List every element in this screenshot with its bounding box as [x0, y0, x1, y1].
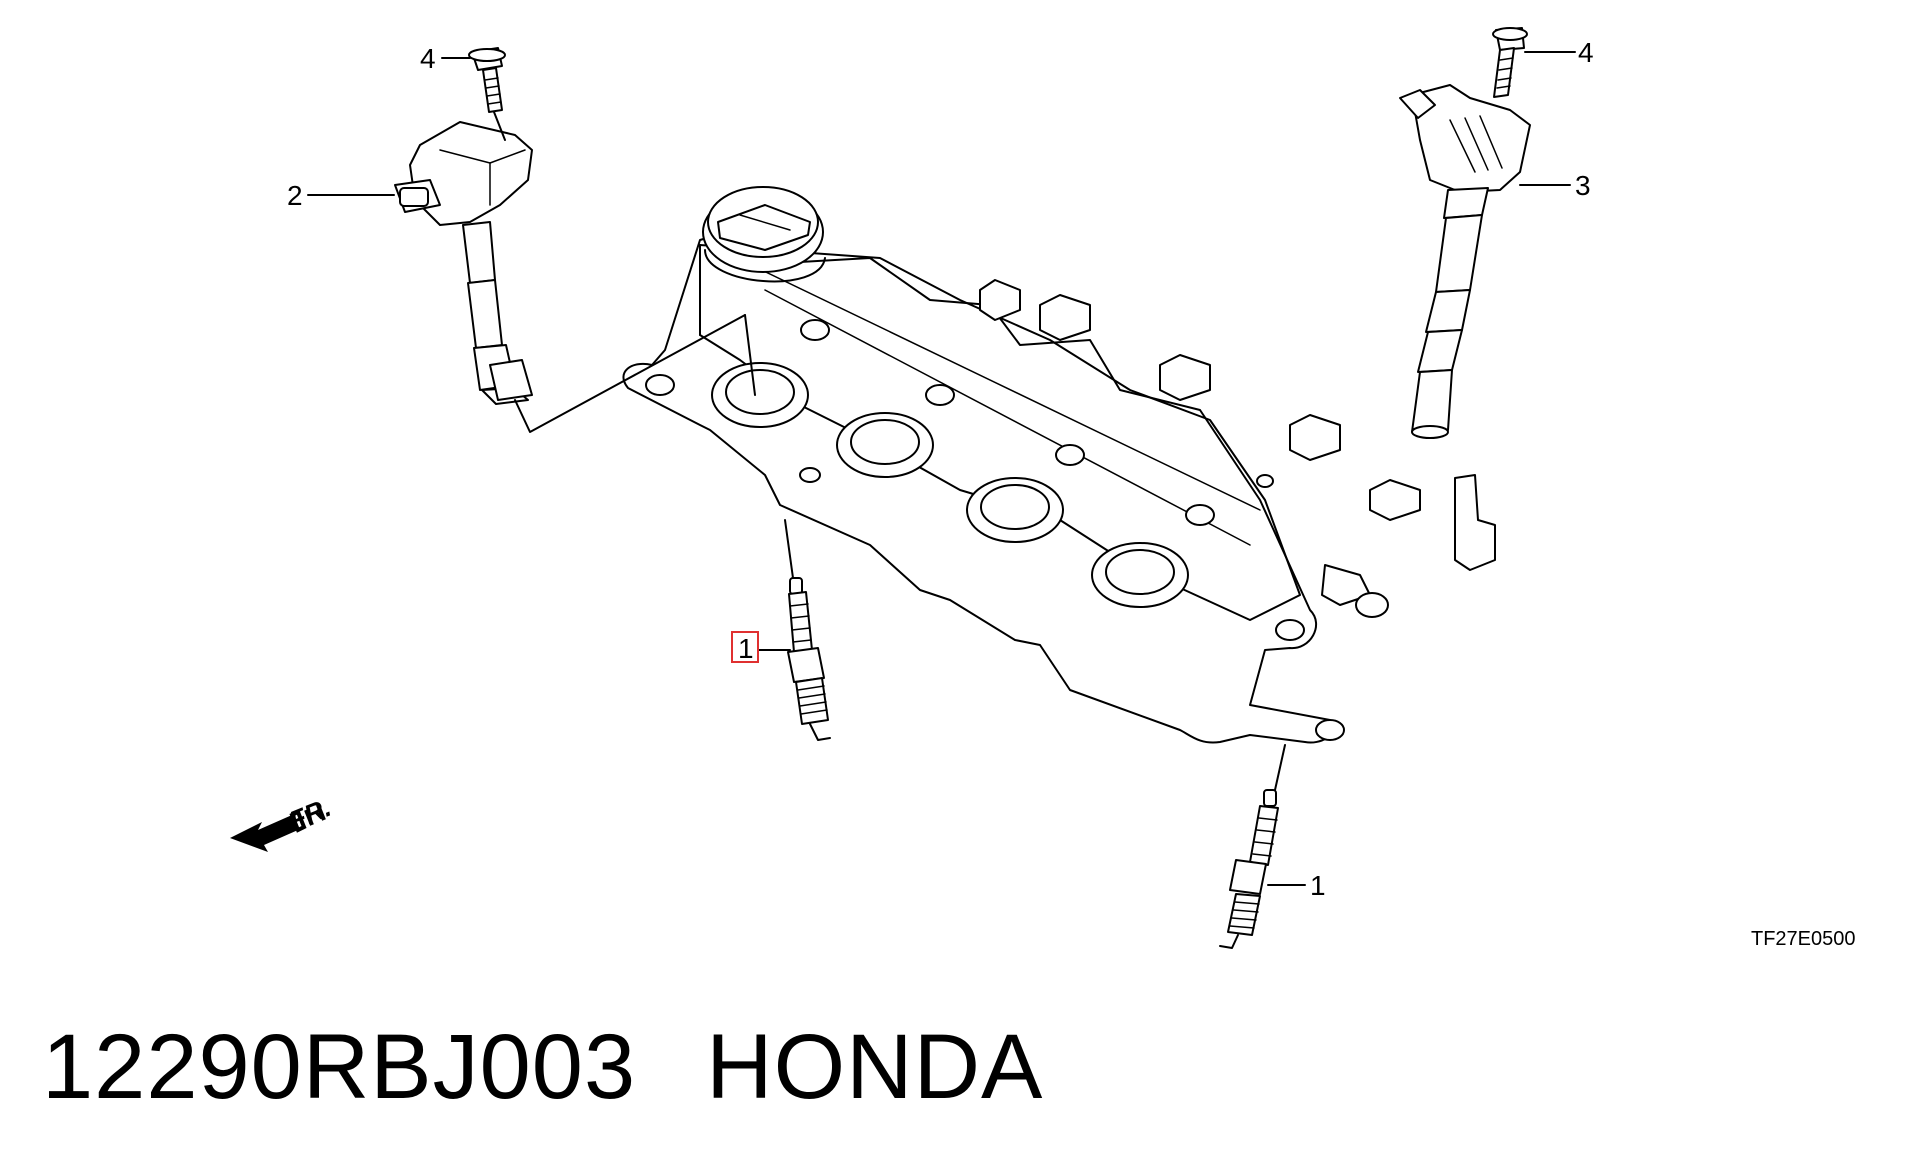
callout-bolt-left: 4	[420, 43, 436, 74]
callout-spark-plug-front: 1	[738, 633, 754, 664]
drawing-code: TF27E0500	[1751, 928, 1856, 950]
callout-ignition-coil-left: 2	[287, 180, 303, 211]
ignition-coil-left	[394, 121, 756, 433]
arrow-left-icon	[230, 815, 298, 852]
plug-well-2	[836, 412, 934, 478]
front-direction-arrow: FR.	[230, 792, 335, 852]
brand-name: HONDA	[706, 1016, 1044, 1118]
exploded-parts-diagram: 2 3 4 4 1 1 FR. TF27E0500	[230, 27, 1856, 950]
part-caption: 12290RBJ003 HONDA	[42, 1015, 1043, 1120]
cylinder-head-cover	[622, 186, 1496, 744]
callout-bolt-right: 4	[1578, 37, 1594, 68]
callout-ignition-coil-right: 3	[1575, 170, 1591, 201]
spark-plug-front	[784, 519, 831, 741]
bolt-right	[1492, 27, 1528, 98]
spark-plug-rear	[1219, 744, 1286, 949]
ignition-coil-right	[1399, 84, 1531, 439]
callout-leaders	[307, 51, 1576, 886]
plug-well-3	[966, 477, 1064, 543]
part-number: 12290RBJ003	[42, 1016, 637, 1118]
highlight-box	[731, 631, 759, 663]
plug-well-4	[1091, 542, 1189, 608]
callout-spark-plug-rear: 1	[1310, 870, 1326, 901]
bolt-left	[468, 47, 506, 141]
plug-well-1	[711, 362, 809, 428]
